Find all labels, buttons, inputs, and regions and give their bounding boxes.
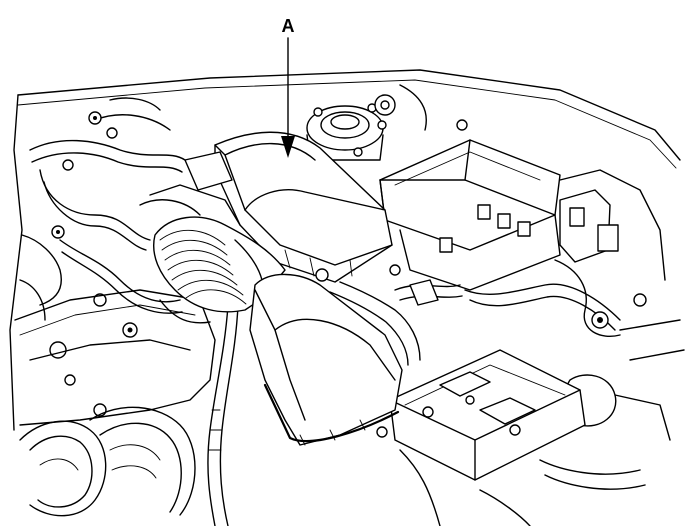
- wiring-harness: [159, 299, 239, 526]
- resonator-duct: [249, 273, 403, 446]
- right-side-components: [464, 169, 685, 441]
- middle-hoses: [315, 264, 463, 366]
- battery-tray: [389, 349, 646, 526]
- fuse-box: [379, 139, 561, 291]
- air-intake-hose: [153, 216, 286, 313]
- intake-manifold: [14, 289, 216, 517]
- hood-opening-outline: [9, 69, 681, 431]
- callout-a-label: A: [282, 16, 295, 36]
- callout-a-arrow: [281, 37, 295, 158]
- left-bolts: [49, 111, 138, 417]
- left-hoses: [19, 97, 186, 321]
- strut-tower: [306, 84, 468, 161]
